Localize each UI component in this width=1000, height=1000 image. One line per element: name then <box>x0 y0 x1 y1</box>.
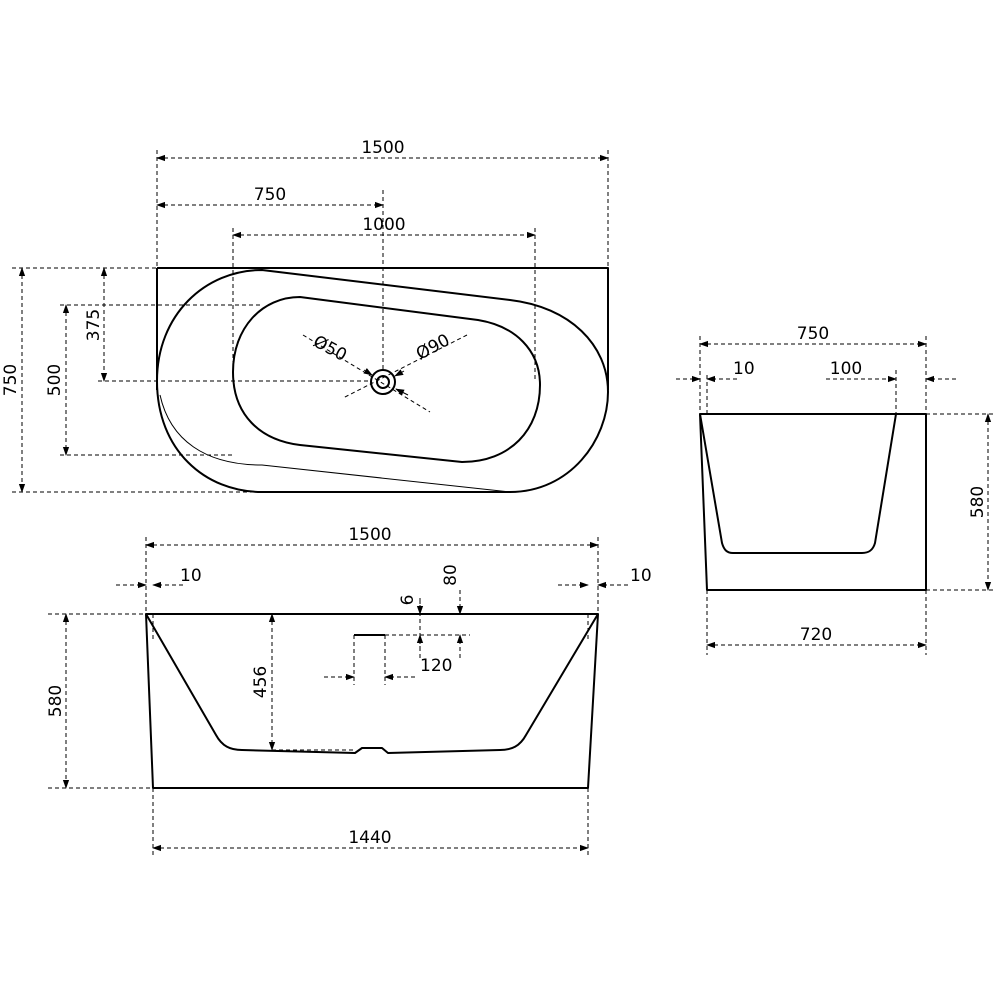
dim-top-drain-label: 375 <box>84 309 104 341</box>
top-view-wall-outline <box>157 267 609 390</box>
drain-inner-circle <box>376 375 390 389</box>
dim-front-top-length-label: 1500 <box>348 525 391 545</box>
top-view: Ø50 Ø90 1500 750 1000 750 500 375 <box>1 138 609 493</box>
dim-front-overflow-gap-label: 6 <box>398 595 418 606</box>
front-view-inner-basin <box>145 613 599 754</box>
drain-outer-circle <box>370 369 396 395</box>
dim-top-inner-label: 1000 <box>362 215 405 235</box>
dim-side-rim-label: 10 <box>733 359 755 379</box>
dim-top-center-label: 750 <box>254 185 286 205</box>
side-view-inner-basin <box>699 413 897 554</box>
dim-front-depth-label: 456 <box>251 666 271 698</box>
dim-front-base-length-label: 1440 <box>348 828 391 848</box>
drain-leader-right <box>342 334 468 399</box>
dim-front-height-label: 580 <box>46 685 66 717</box>
dim-side-top-width-label: 750 <box>797 324 829 344</box>
drain-dia-outer-label: Ø90 <box>413 330 453 364</box>
dim-side-back-rim-label: 100 <box>830 359 862 379</box>
top-view-inner-basin <box>232 296 541 463</box>
front-view: 1500 10 10 80 6 456 580 120 1440 <box>46 525 652 858</box>
dim-side-base-width-label: 720 <box>800 625 832 645</box>
dim-front-left-rim-label: 10 <box>180 566 202 586</box>
side-view: 750 10 100 580 720 <box>676 324 995 655</box>
dim-front-overflow-width-label: 120 <box>420 656 452 676</box>
front-view-outline <box>145 613 599 789</box>
dim-front-drain-drop-label: 80 <box>441 564 461 586</box>
dim-top-length-label: 1500 <box>361 138 404 158</box>
dim-side-height-label: 580 <box>968 486 988 518</box>
top-view-outer-rim <box>156 269 609 493</box>
top-view-rim-edge <box>159 394 511 493</box>
dim-top-inner-width-label: 500 <box>45 364 65 396</box>
dim-front-right-rim-label: 10 <box>630 566 652 586</box>
dim-top-width-label: 750 <box>1 364 21 396</box>
drain-dia-inner-label: Ø50 <box>310 332 350 366</box>
drain-leader-left <box>302 334 431 413</box>
